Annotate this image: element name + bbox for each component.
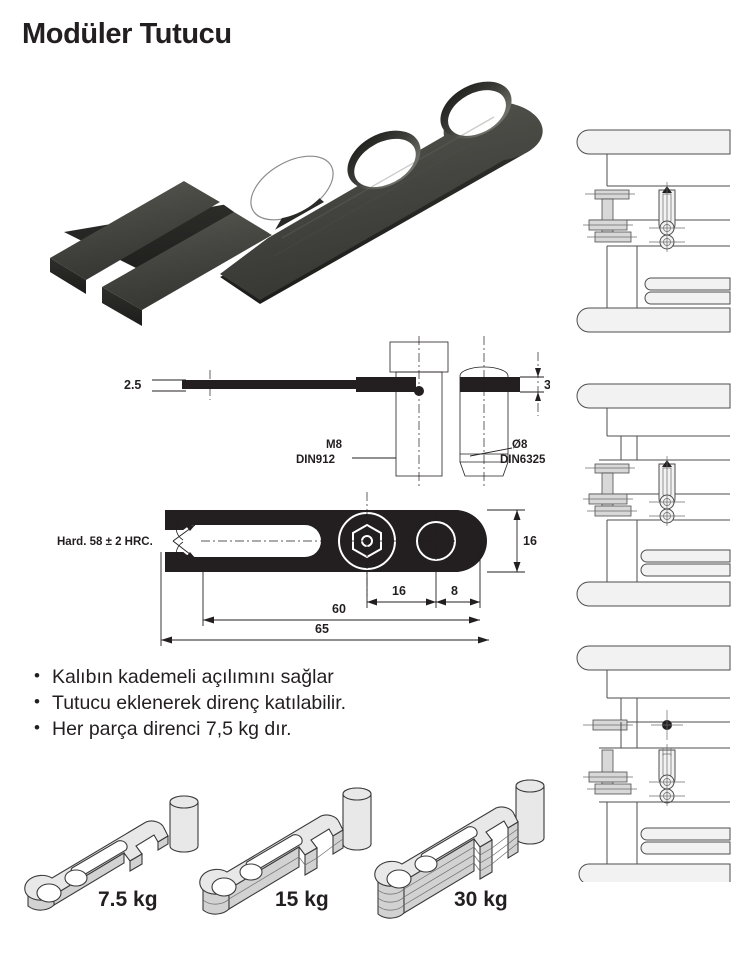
variant-label: 30 kg bbox=[454, 888, 508, 911]
side-section-view: 2.5 3 M8 DIN912 Ø8 bbox=[124, 336, 550, 486]
mold-stage-1-diagram bbox=[576, 129, 731, 333]
latch-plate-stack bbox=[374, 806, 519, 919]
dim-edge-distance: 8 bbox=[451, 584, 458, 598]
variant-7-5kg-illustration bbox=[24, 795, 199, 911]
mold-stage-2-diagram bbox=[576, 383, 731, 607]
variant-15kg: 15 kg bbox=[193, 778, 388, 928]
variant-30kg: 30 kg bbox=[368, 778, 563, 928]
variant-15kg-illustration bbox=[199, 787, 372, 915]
screw-callout-line2: DIN912 bbox=[296, 454, 335, 466]
dim-overall-length: 65 bbox=[315, 622, 329, 636]
dim-hole-spacing: 16 bbox=[392, 584, 406, 598]
modular-latch-photo bbox=[50, 81, 543, 326]
plan-view: Hard. 58 ± 2 HRC. 16 16 8 60 bbox=[57, 492, 537, 646]
screw-callout-line1: M8 bbox=[326, 439, 343, 451]
feature-item: Kalıbın kademeli açılımını sağlar bbox=[34, 663, 504, 690]
dim-plan-height: 16 bbox=[523, 534, 537, 548]
feature-item: Tutucu eklenerek direnç katılabilir. bbox=[34, 689, 504, 716]
variant-30kg-illustration bbox=[374, 779, 545, 919]
mold-stage-3-diagram bbox=[576, 645, 731, 882]
left-content-column: 2.5 3 M8 DIN912 Ø8 bbox=[0, 0, 560, 960]
dowel-callout-line2: DIN6325 bbox=[500, 454, 546, 466]
page-title: Modüler Tutucu bbox=[22, 18, 232, 50]
dowel-callout-line1: Ø8 bbox=[512, 439, 528, 451]
variants-row: 7.5 kg bbox=[18, 778, 563, 948]
variant-label: 15 kg bbox=[275, 888, 329, 911]
variant-label: 7.5 kg bbox=[98, 888, 158, 911]
variant-7-5kg: 7.5 kg bbox=[18, 778, 208, 928]
dim-thickness-right: 3 bbox=[544, 378, 550, 392]
dim-thickness-left: 2.5 bbox=[124, 378, 141, 392]
mold-diagram-column bbox=[575, 0, 735, 960]
dim-length-to-end-hole: 60 bbox=[332, 602, 346, 616]
feature-item: Her parça direnci 7,5 kg dır. bbox=[34, 715, 504, 742]
latch-plate bbox=[24, 820, 169, 911]
hardness-note: Hard. 58 ± 2 HRC. bbox=[57, 536, 153, 548]
dowel-pin-icon bbox=[342, 787, 372, 851]
dowel-pin-icon bbox=[169, 795, 199, 853]
feature-list: Kalıbın kademeli açılımını sağlar Tutucu… bbox=[34, 663, 504, 742]
latch-plate-stack bbox=[199, 814, 344, 915]
dowel-pin-icon bbox=[515, 779, 545, 845]
